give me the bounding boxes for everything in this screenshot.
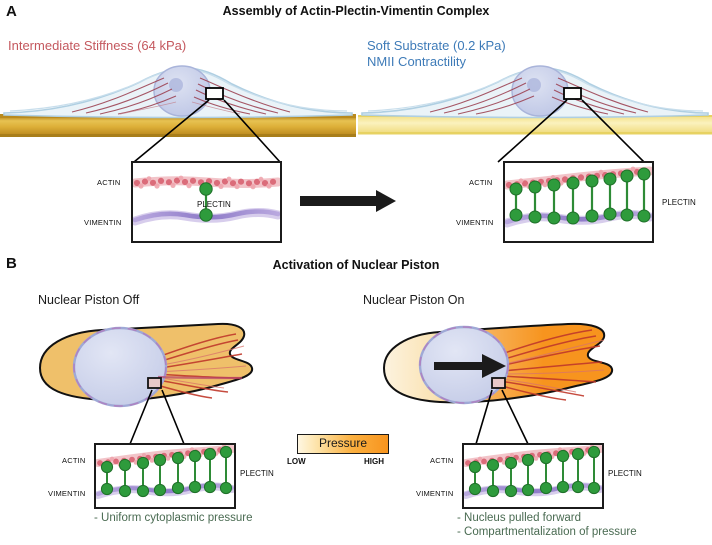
panel-b-right-inset-actin-label: ACTIN <box>430 456 454 465</box>
panel-a-left-inset-actin-label: ACTIN <box>97 178 121 187</box>
panel-a-right-inset-diagram <box>505 166 652 228</box>
panel-b-right-note-1: - Nucleus pulled forward <box>457 512 582 524</box>
panel-b-letter: B <box>6 255 17 272</box>
panel-b-left-inset-actin-label: ACTIN <box>62 456 86 465</box>
panel-a-left-inset-box <box>131 161 282 243</box>
nucleus-piston-arrow <box>434 354 506 378</box>
panel-b-right-inset-vimentin-label: VIMENTIN <box>416 489 454 498</box>
panel-b-right-leader-lines <box>475 389 529 445</box>
panel-a-title: Assembly of Actin-Plectin-Vimentin Compl… <box>222 4 490 18</box>
pressure-legend-bar: Pressure <box>297 434 389 454</box>
panel-a-left-inset-diagram <box>133 175 280 226</box>
plectin-linker-group <box>468 445 601 498</box>
panel-a-left-leader-lines <box>133 99 281 163</box>
panel-a-right-inset-vimentin-label: VIMENTIN <box>456 218 494 227</box>
panel-b-right-inset-box <box>462 443 604 509</box>
panel-b-left-leader-lines <box>129 389 185 445</box>
panel-b-left-inset-diagram <box>96 445 234 499</box>
plectin-linker-group <box>509 167 651 225</box>
pressure-legend-high-label: HIGH <box>364 457 384 466</box>
plectin-linker-group <box>100 445 233 498</box>
panel-a-right-inset-plectin-label: PLECTIN <box>662 198 696 207</box>
panel-a-right-cell-illustration <box>358 65 712 135</box>
pressure-legend-title: Pressure <box>318 436 368 450</box>
panel-a-right-condition-label-line2: NMII Contractility <box>367 54 466 69</box>
panel-a-right-leader-lines <box>497 99 645 163</box>
panel-b-right-inset-diagram <box>464 445 602 499</box>
pressure-legend-low-label: LOW <box>287 457 306 466</box>
panel-a-right-inset-actin-label: ACTIN <box>469 178 493 187</box>
panel-b-left-inset-box <box>94 443 236 509</box>
panel-b-left-condition-label: Nuclear Piston Off <box>38 293 140 307</box>
panel-a-letter: A <box>6 3 17 20</box>
panel-b-right-condition-label: Nuclear Piston On <box>363 293 465 307</box>
panel-b-left-inset-plectin-label: PLECTIN <box>240 469 274 478</box>
panel-a-right-inset-box <box>503 161 654 243</box>
panel-b-right-inset-plectin-label: PLECTIN <box>608 469 642 478</box>
panel-b-right-cell-illustration <box>382 322 614 405</box>
panel-a-transition-arrow <box>300 190 396 212</box>
panel-a-left-inset-plectin-label: PLECTIN <box>197 200 231 209</box>
panel-b-right-note-2: - Compartmentalization of pressure <box>457 526 637 538</box>
panel-b-left-inset-vimentin-label: VIMENTIN <box>48 489 86 498</box>
panel-b-left-note-1: - Uniform cytoplasmic pressure <box>94 512 253 524</box>
panel-a-left-inset-vimentin-label: VIMENTIN <box>84 218 122 227</box>
panel-a-left-condition-label: Intermediate Stiffness (64 kPa) <box>8 38 187 53</box>
panel-b-title: Activation of Nuclear Piston <box>272 258 440 272</box>
panel-a-right-condition-label-line1: Soft Substrate (0.2 kPa) <box>367 38 506 53</box>
panel-b-left-cell-illustration <box>38 322 254 408</box>
